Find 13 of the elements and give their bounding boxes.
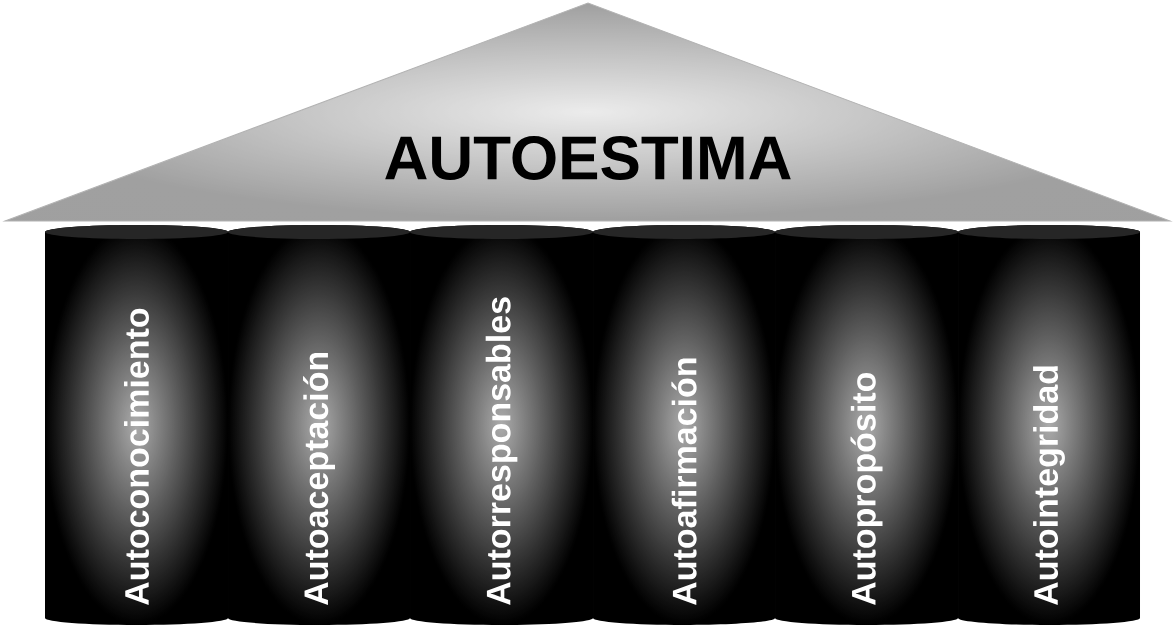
roof-triangle: AUTOESTIMA [4,2,1171,222]
node-label: Autoaceptación [303,352,335,605]
node-label: Autorresponsables [485,297,518,605]
node-label: Autopropósito [850,372,883,605]
pillar: Autoafirmación [593,225,775,605]
pillar: Autoaceptación [228,225,410,605]
pillar: Autoconocimiento [45,225,228,605]
node-label: Autointegridad [1033,366,1065,605]
pillar: Autopropósito [775,225,958,605]
pillar: Autorresponsables [410,225,593,605]
node-label: Autoconocimiento [124,308,149,605]
pillar: Autointegridad [958,225,1140,605]
node-label: Autoafirmación [671,358,697,605]
